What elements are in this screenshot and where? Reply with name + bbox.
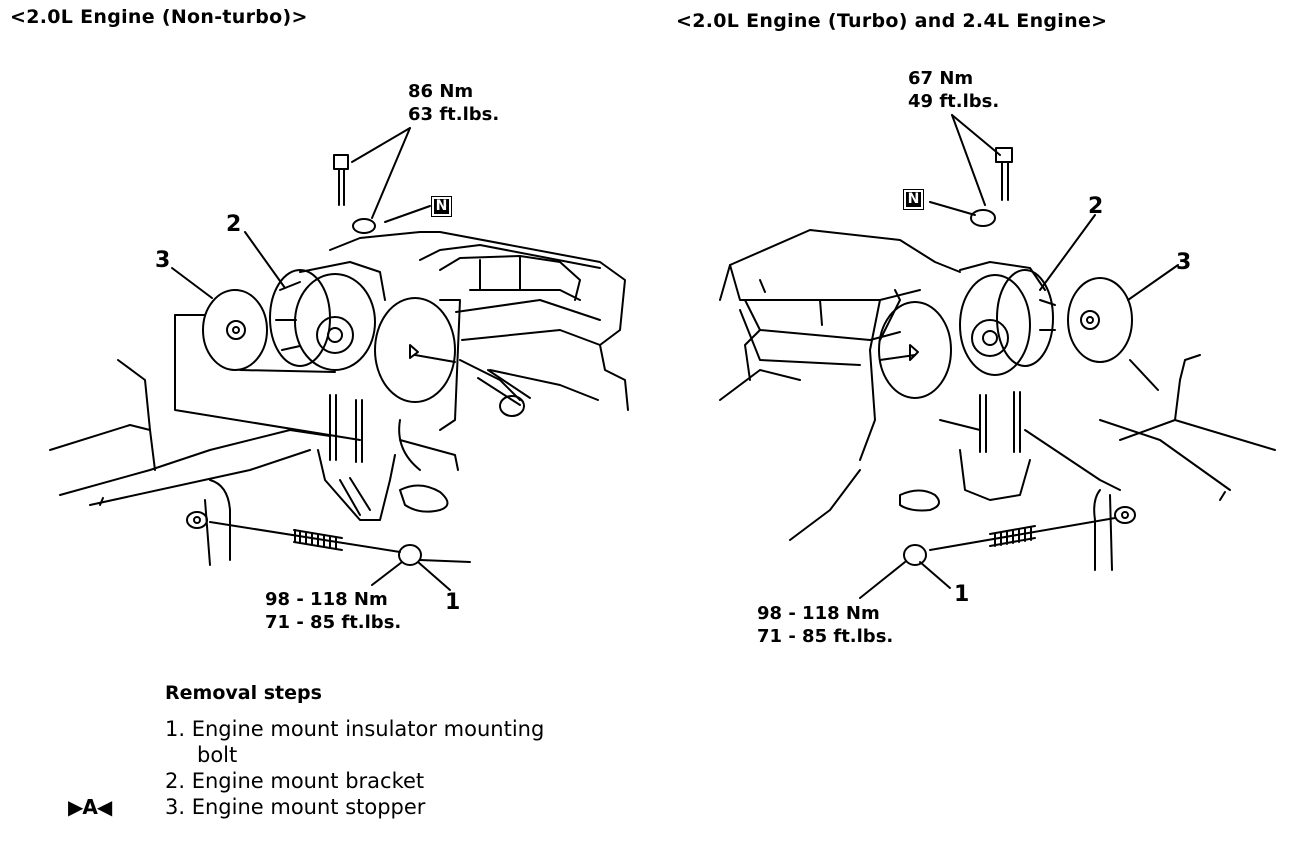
left-bottom-torque: 98 - 118 Nm 71 - 85 ft.lbs. [265,588,401,634]
right-diagram-title: <2.0L Engine (Turbo) and 2.4L Engine> [676,10,1108,32]
removal-steps-list: 1. Engine mount insulator mounting bolt … [165,716,544,820]
right-callout-1: 1 [954,582,970,607]
left-callout-3: 3 [155,248,171,273]
removal-steps-title: Removal steps [165,682,322,704]
left-bottom-torque-ftlbs: 71 - 85 ft.lbs. [265,612,402,633]
left-callout-2: 2 [226,212,242,237]
left-diagram-title: <2.0L Engine (Non-turbo)> [10,6,308,28]
install-mark-a: ▶A◀ [68,795,112,819]
right-top-torque: 67 Nm 49 ft.lbs. [908,67,999,113]
left-bottom-torque-nm: 98 - 118 Nm [265,589,388,610]
removal-step-2: 2. Engine mount bracket [165,769,425,793]
right-callout-3: 3 [1176,250,1192,275]
left-engine-drawing [50,128,628,590]
removal-step-1: 1. Engine mount insulator mounting [165,717,545,741]
right-n-mark: N [903,189,924,210]
right-engine-drawing [720,115,1275,598]
right-top-torque-nm: 67 Nm [908,68,974,89]
right-bottom-torque: 98 - 118 Nm 71 - 85 ft.lbs. [757,602,893,648]
left-callout-1: 1 [445,590,461,615]
right-callout-2: 2 [1088,194,1104,219]
right-bottom-torque-nm: 98 - 118 Nm [757,603,880,624]
left-top-torque-ftlbs: 63 ft.lbs. [408,104,500,125]
right-bottom-torque-ftlbs: 71 - 85 ft.lbs. [757,626,894,647]
right-top-torque-ftlbs: 49 ft.lbs. [908,91,1000,112]
left-top-torque: 86 Nm 63 ft.lbs. [408,80,499,126]
removal-step-1-cont: bolt [197,743,238,767]
left-top-torque-nm: 86 Nm [408,81,474,102]
left-n-mark: N [431,196,452,217]
removal-step-3: 3. Engine mount stopper [165,795,426,819]
